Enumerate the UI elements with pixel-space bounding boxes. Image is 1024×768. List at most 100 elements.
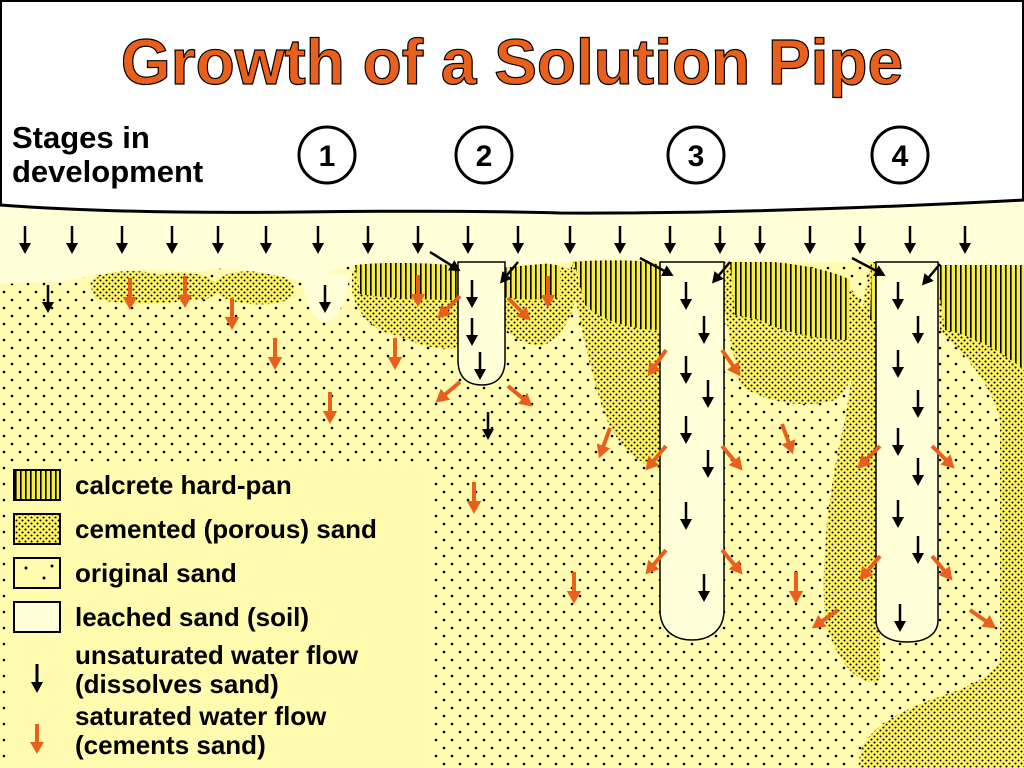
- unsaturated-flow-arrow: [680, 502, 692, 530]
- stage-markers: 1 2 3 4: [297, 125, 930, 185]
- saturated-flow-arrow: [435, 380, 462, 403]
- unsaturated-flow-arrow: [892, 282, 904, 310]
- unsaturated-flow-arrow: [474, 352, 486, 380]
- legend-unsaturated-line-1: unsaturated water flow: [75, 640, 359, 670]
- saturated-flow-arrow: [788, 572, 804, 604]
- saturated-flow-arrow: [930, 444, 955, 469]
- unsaturated-flow-arrow: [429, 250, 461, 272]
- unsaturated-flow-arrow: [804, 226, 816, 254]
- ground-surface-line: [0, 198, 1024, 215]
- unsaturated-flow-arrow: [462, 226, 474, 254]
- saturated-flow-arrow: [780, 423, 796, 455]
- legend: calcrete hard-pan cemented (porous) sand…: [5, 462, 430, 768]
- unsaturated-flow-arrow: [639, 256, 674, 276]
- unsaturated-flow-arrow: [42, 285, 54, 313]
- saturated-flow-arrow: [437, 294, 462, 319]
- legend-black-arrow-icon: [31, 664, 43, 693]
- unsaturated-flow-arrow: [482, 412, 494, 440]
- unsaturated-flow-arrow: [512, 226, 524, 254]
- unsaturated-flow-arrow: [912, 458, 924, 486]
- unsaturated-flow-arrow: [66, 226, 78, 254]
- unsaturated-flow-arrow: [702, 380, 714, 408]
- saturated-flow-arrow: [122, 278, 138, 310]
- saturated-flow-arrow: [177, 276, 193, 308]
- calcrete-swatch: [13, 469, 61, 501]
- saturated-flow-arrow: [859, 554, 882, 581]
- calcrete-hardpan-stage-3: [730, 261, 850, 340]
- cemented-patch: [90, 271, 219, 304]
- leached-sand-surface: [0, 200, 1024, 284]
- unsaturated-flow-arrow: [260, 226, 272, 254]
- legend-saturated-line-1: saturated water flow: [75, 701, 327, 731]
- saturated-flow-arrows: [122, 275, 997, 629]
- unsaturated-flow-arrow: [680, 416, 692, 444]
- calcrete-hardpan-stage-4: [935, 262, 1024, 370]
- unsaturated-flow-arrow: [680, 356, 692, 384]
- unsaturated-flow-arrow: [466, 280, 478, 308]
- leached-pipe-stage-2: [457, 261, 506, 386]
- legend-original-sand-label: original sand: [75, 558, 237, 588]
- stage-1-number: 1: [319, 140, 336, 173]
- unsaturated-flow-arrow: [412, 226, 424, 254]
- unsaturated-flow-arrow: [892, 350, 904, 378]
- unsaturated-flow-arrows: [19, 226, 971, 632]
- saturated-flow-arrow: [857, 444, 882, 469]
- saturated-flow-arrow: [466, 482, 482, 514]
- legend-orange-arrow-icon: [30, 724, 44, 754]
- calcrete-hardpan-stage-2: [495, 263, 560, 300]
- leached-sand-swatch: [13, 601, 61, 633]
- unsaturated-flow-arrow: [702, 450, 714, 478]
- saturated-flow-arrow: [566, 572, 582, 604]
- unsaturated-flow-arrow: [892, 500, 904, 528]
- saturated-flow-arrow: [968, 608, 997, 629]
- legend-unsaturated-line-2: (dissolves sand): [75, 669, 279, 699]
- unsaturated-flow-arrow: [664, 226, 676, 254]
- unsaturated-flow-arrow: [912, 536, 924, 564]
- stage-2-circle: [454, 125, 514, 185]
- unsaturated-flow-arrow: [166, 226, 178, 254]
- unsaturated-flow-arrow: [698, 316, 710, 344]
- stage-3-circle: [666, 125, 726, 185]
- cemented-patch: [215, 271, 295, 305]
- original-sand-swatch: [13, 557, 61, 589]
- unsaturated-flow-arrow: [714, 226, 726, 254]
- unsaturated-flow-arrow: [614, 226, 626, 254]
- legend-leached-sand-label: leached sand (soil): [75, 602, 309, 632]
- unsaturated-flow-arrow: [904, 226, 916, 254]
- stages-label-line-1: Stages in: [12, 120, 150, 155]
- leached-pipe-stage-4: [875, 261, 939, 643]
- stages-label-line-2: development: [12, 154, 203, 189]
- saturated-flow-arrow: [506, 296, 531, 321]
- leached-pipe-stage-3: [659, 261, 725, 641]
- saturated-flow-arrow: [224, 298, 240, 330]
- legend-saturated-line-2: (cements sand): [75, 730, 266, 760]
- unsaturated-flow-arrow: [466, 318, 478, 346]
- unsaturated-flow-arrow: [212, 226, 224, 254]
- unsaturated-flow-arrow: [922, 263, 941, 286]
- saturated-flow-arrow: [387, 338, 403, 370]
- unsaturated-flow-arrow: [680, 282, 692, 310]
- header-background: [2, 2, 1022, 222]
- saturated-flow-arrow: [540, 276, 556, 308]
- saturated-flow-arrow: [596, 427, 612, 459]
- legend-cemented-label: cemented (porous) sand: [75, 514, 377, 544]
- unsaturated-flow-arrow: [959, 226, 971, 254]
- stage-3-number: 3: [688, 140, 705, 173]
- swatch-dot: [50, 564, 54, 568]
- swatch-dot: [42, 576, 46, 580]
- saturated-flow-arrow: [720, 444, 743, 471]
- unsaturated-flow-arrow: [754, 226, 766, 254]
- stage-1-circle: [297, 125, 357, 185]
- unsaturated-flow-arrow: [319, 285, 331, 313]
- saturated-flow-arrow: [647, 348, 668, 377]
- stage-4-circle: [870, 125, 930, 185]
- unsaturated-flow-arrow: [564, 226, 576, 254]
- unsaturated-flow-arrow: [362, 226, 374, 254]
- swatch-dot: [24, 566, 28, 570]
- unsaturated-flow-arrow: [312, 226, 324, 254]
- stage-2-number: 2: [476, 140, 493, 173]
- unsaturated-flow-arrow: [894, 604, 906, 632]
- unsaturated-flow-arrow: [912, 316, 924, 344]
